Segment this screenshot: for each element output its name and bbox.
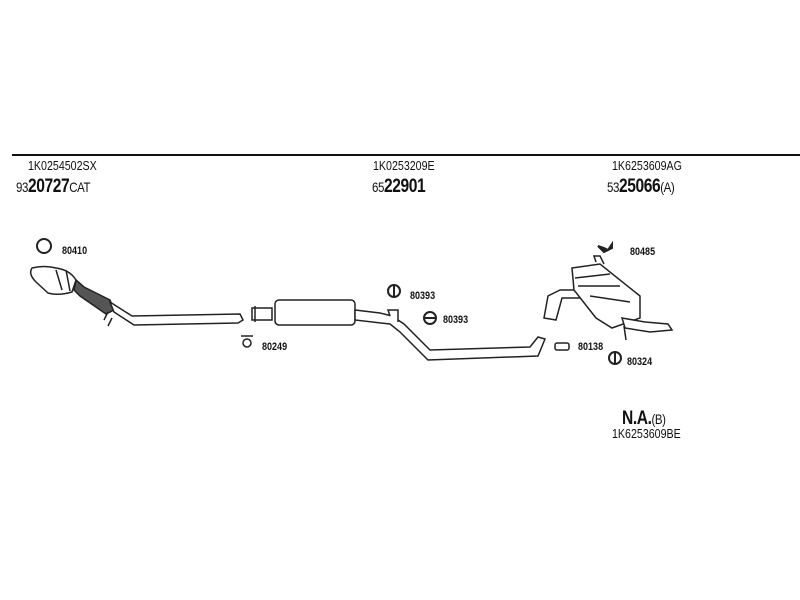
part-prefix: 65 bbox=[372, 179, 384, 195]
rear-muffler bbox=[543, 255, 674, 341]
alt-main: N.A. bbox=[622, 408, 652, 429]
hanger-icon bbox=[597, 240, 613, 254]
part-label: 80324 bbox=[627, 356, 653, 368]
part-label: 80249 bbox=[262, 341, 288, 353]
part-suffix: (A) bbox=[660, 179, 675, 195]
gasket-ring-icon bbox=[36, 238, 52, 254]
part-main: 20727 bbox=[27, 176, 70, 197]
rubber-mount-icon bbox=[608, 351, 622, 365]
oe-number: 1K0254502SX bbox=[28, 158, 97, 173]
part-prefix: 53 bbox=[607, 179, 619, 195]
clamp-icon bbox=[241, 335, 253, 348]
oe-number: 1K6253609AG bbox=[612, 158, 682, 173]
part-label: 80138 bbox=[578, 341, 604, 353]
oe-number: 1K0253209E bbox=[373, 158, 435, 173]
part-label: 80410 bbox=[62, 245, 88, 257]
part-label: 80393 bbox=[443, 314, 469, 326]
part-number: 5325066(A) bbox=[607, 176, 675, 198]
pipe-clamp-icon bbox=[554, 342, 570, 351]
part-prefix: 93 bbox=[16, 179, 28, 195]
part-suffix: CAT bbox=[69, 179, 91, 195]
alternative-oe: 1K6253609BE bbox=[612, 426, 681, 441]
part-number: 9320727CAT bbox=[16, 176, 91, 198]
part-label: 80393 bbox=[410, 290, 436, 302]
part-label: 80485 bbox=[630, 246, 656, 258]
catalytic-converter bbox=[29, 265, 244, 327]
rubber-mount-icon bbox=[387, 284, 437, 325]
alternative-number: N.A.(B) bbox=[622, 408, 666, 430]
alt-suffix: (B) bbox=[651, 411, 666, 427]
part-main: 25066 bbox=[618, 176, 661, 197]
part-number: 6522901 bbox=[372, 176, 426, 198]
part-main: 22901 bbox=[383, 176, 426, 197]
middle-muffler bbox=[251, 299, 547, 361]
